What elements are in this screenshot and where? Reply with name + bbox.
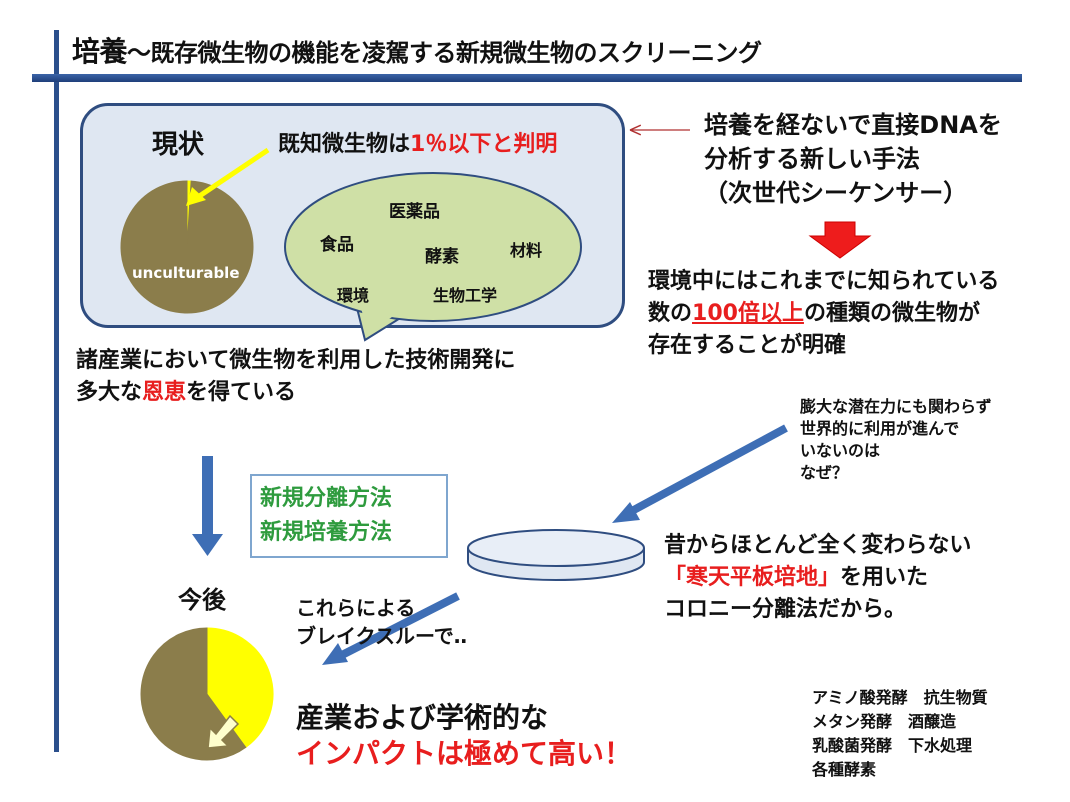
applications-line1: アミノ酸発酵 抗生物質 (812, 688, 988, 707)
question-line3: いないのは (800, 441, 881, 460)
growth-arrow-icon (207, 714, 240, 749)
industry-benefit-text: 諸産業において微生物を利用した技術開発に 多大な恩恵を得ている (76, 345, 515, 409)
question-to-dish-arrow (612, 424, 788, 523)
title-underline-bar (32, 74, 1022, 82)
finding-line2: 数の100倍以上の種類の微生物が (648, 298, 999, 330)
title-main: 培養 (72, 35, 128, 68)
applications-line3: 乳酸菌発酵 下水処理 (812, 736, 973, 755)
left-accent-line (54, 30, 59, 752)
bubble-item-medicine: 医薬品 (389, 202, 440, 222)
known-microbes-label: 既知微生物は1％以下と判明 (278, 126, 557, 158)
reason-line2: 「寒天平板培地」を用いた (664, 562, 971, 594)
bubble-item-biotech: 生物工学 (433, 286, 498, 305)
current-heading: 現状 (152, 130, 205, 160)
title-sub: ～既存微生物の機能を凌駕する新規微生物のスクリーニング (127, 39, 762, 67)
reason-suffix: を用いた (840, 565, 929, 590)
impact-line1: 産業および学術的な (296, 701, 549, 734)
current-pie-chart (120, 180, 254, 314)
bubble-item-environment: 環境 (337, 286, 370, 305)
question-line1: 膨大な潜在力にも関わらず (800, 397, 992, 416)
benefit-prefix: 多大な (76, 380, 143, 405)
finding-prefix: 数の (648, 301, 693, 326)
unculturable-label: unculturable (132, 264, 240, 282)
pie-slice-future-yellow (206, 627, 274, 749)
finding-line1: 環境中にはこれまでに知られている (648, 269, 1000, 294)
page-title: 培養～既存微生物の機能を凌駕する新規微生物のスクリーニング (72, 30, 762, 70)
reason-line1: 昔からほとんど全く変わらない (664, 533, 972, 558)
new-method-text: 培養を経ないで直接DNAを 分析する新しい手法 （次世代シーケンサー） (704, 108, 1002, 210)
known-pointer-arrow (186, 147, 270, 206)
methods-line2: 新規培養方法 (260, 520, 393, 545)
breakthrough-arrow (322, 592, 460, 665)
applications-speech-bubble (284, 172, 582, 342)
pie-slice-unculturable (120, 180, 254, 314)
pie-slice-future-olive (140, 627, 247, 761)
reason-text: 昔からほとんど全く変わらない 「寒天平板培地」を用いた コロニー分離法だから。 (664, 530, 971, 626)
benefit-line2: 多大な恩恵を得ている (76, 377, 515, 409)
reason-highlight: 「寒天平板培地」 (664, 565, 841, 590)
methods-line1: 新規分離方法 (260, 486, 393, 511)
new-method-line3: （次世代シーケンサー） (704, 179, 968, 207)
reason-line3: コロニー分離法だから。 (664, 597, 907, 622)
known-prefix: 既知微生物は (278, 132, 411, 157)
known-highlight: 1％以下と判明 (410, 132, 558, 157)
new-methods-box: 新規分離方法 新規培養方法 (250, 474, 448, 558)
finding-line3: 存在することが明確 (648, 333, 847, 358)
red-down-arrow (808, 221, 872, 259)
impact-text: 産業および学術的な インパクトは極めて高い！ (296, 700, 632, 772)
petri-dish-icon (467, 529, 645, 581)
down-arrow (192, 456, 223, 556)
bubble-item-materials: 材料 (510, 241, 543, 260)
finding-text: 環境中にはこれまでに知られている 数の100倍以上の種類の微生物が 存在すること… (648, 266, 999, 362)
impact-line2: インパクトは極めて高い！ (296, 737, 633, 770)
applications-line2: メタン発酵 酒醸造 (812, 712, 957, 731)
benefit-suffix: を得ている (186, 380, 297, 405)
breakthrough-line2: ブレイクスルーで‥ (296, 624, 468, 648)
applications-list: アミノ酸発酵 抗生物質 メタン発酵 酒醸造 乳酸菌発酵 下水処理 各種酵素 (812, 686, 988, 782)
new-method-line2: 分析する新しい手法 (704, 145, 920, 173)
bubble-item-enzyme: 酵素 (425, 247, 459, 267)
new-method-line1: 培養を経ないで直接DNAを (704, 111, 1002, 139)
question-text: 膨大な潜在力にも関わらず 世界的に利用が進んで いないのは なぜ？ (800, 396, 992, 484)
finding-highlight: 100倍以上 (692, 301, 804, 326)
benefit-line1: 諸産業において微生物を利用した技術開発に (76, 348, 516, 373)
future-heading: 今後 (178, 586, 226, 614)
question-line2: 世界的に利用が進んで (800, 419, 960, 438)
finding-suffix: の種類の微生物が (803, 301, 980, 326)
bubble-item-food: 食品 (320, 235, 354, 255)
breakthrough-text: これらによる ブレイクスルーで‥ (296, 594, 467, 650)
question-line4: なぜ？ (800, 463, 849, 482)
applications-line4: 各種酵素 (812, 760, 877, 779)
benefit-highlight: 恩恵 (142, 380, 187, 405)
future-pie-chart (140, 627, 274, 761)
breakthrough-line1: これらによる (296, 596, 416, 620)
